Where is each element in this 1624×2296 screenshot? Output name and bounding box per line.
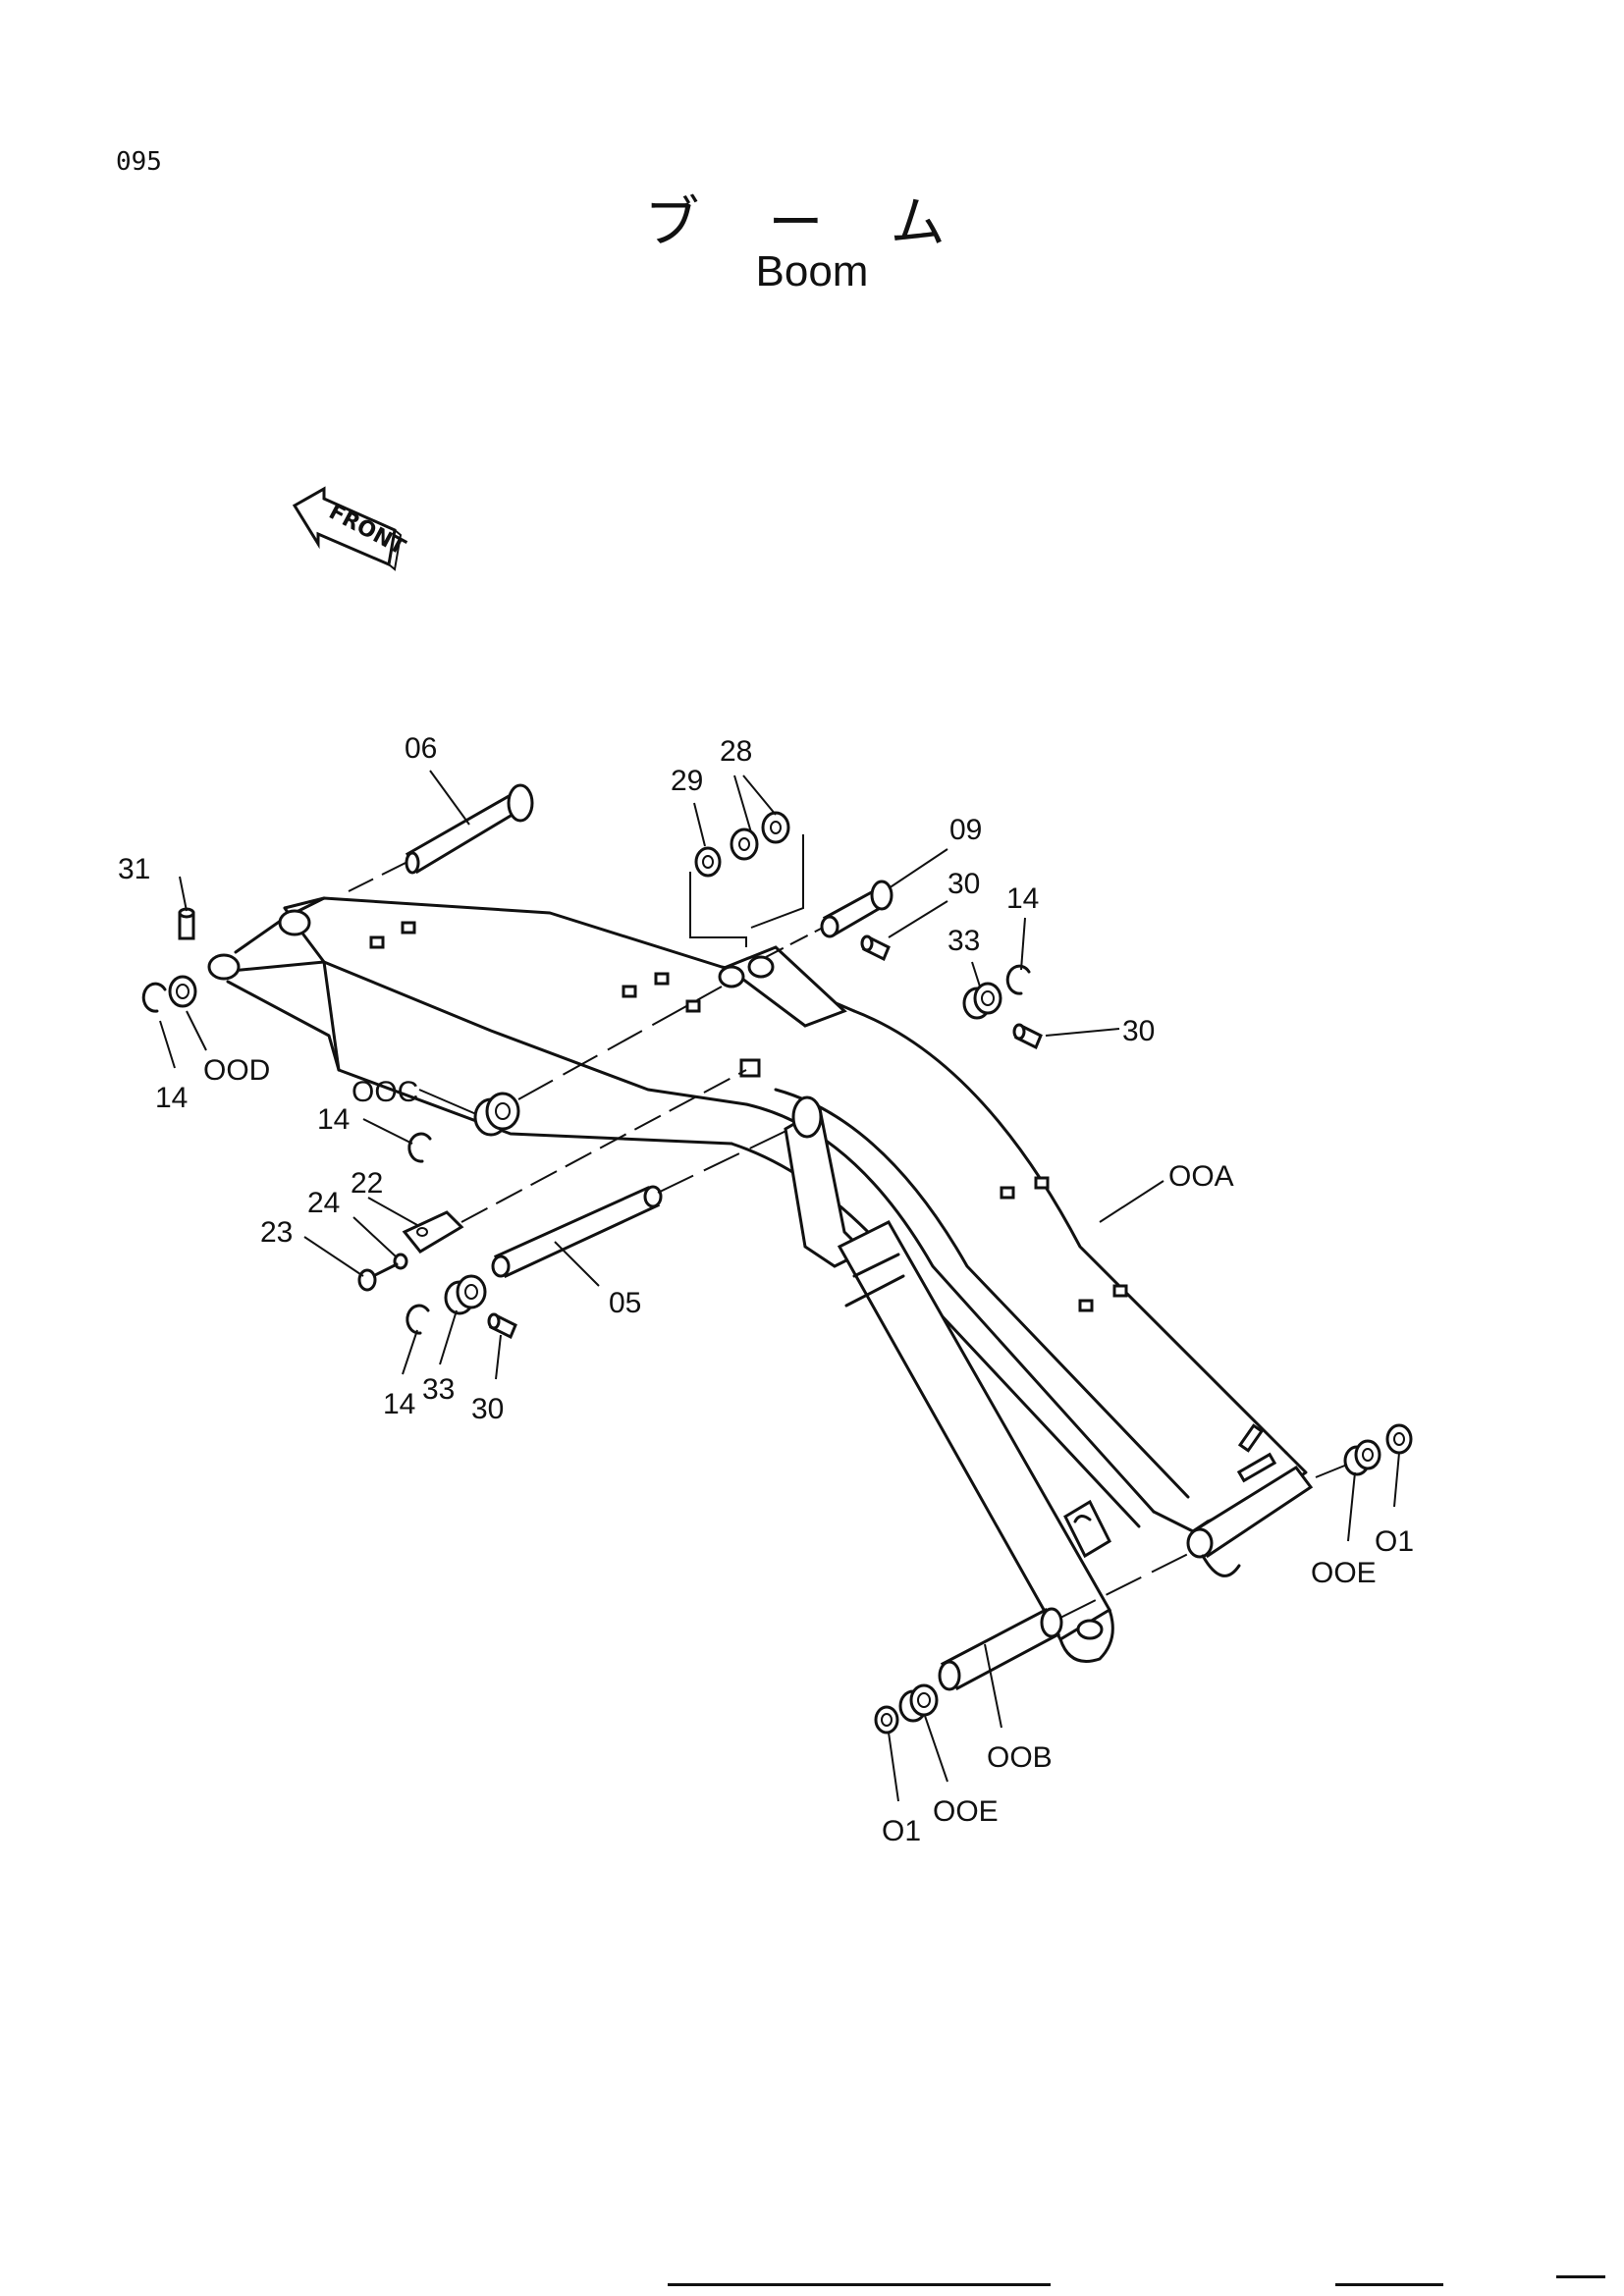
callout-30-right: 30 (1122, 1015, 1155, 1047)
washers-28 (730, 811, 790, 861)
snap-ring-14-bottom (406, 1304, 430, 1335)
callout-28: 28 (720, 735, 752, 768)
callout-33-bottom: 33 (422, 1373, 455, 1406)
washer-29 (694, 846, 722, 878)
pin-30-right (1012, 1023, 1043, 1050)
bushing-00D (168, 975, 197, 1008)
callout-00E-bottom: OOE (933, 1795, 999, 1828)
callout-00A: OOA (1168, 1160, 1234, 1193)
bushing-00C (473, 986, 723, 1137)
footer-rule (668, 2283, 1051, 2286)
pin-00B (938, 1553, 1189, 1691)
callout-09: 09 (949, 814, 982, 846)
pin-30-bottom (487, 1312, 517, 1340)
callout-14-mid: 14 (317, 1103, 350, 1136)
footer-rule (1556, 2275, 1605, 2278)
pin-05 (491, 1128, 791, 1278)
page-title-english: Boom (755, 247, 869, 295)
plate-22 (402, 1069, 747, 1254)
bushing-33-top (962, 982, 1002, 1020)
callout-22: 22 (351, 1167, 383, 1200)
bushing-00E-bottom (898, 1683, 939, 1723)
callout-00B: OOB (987, 1741, 1053, 1774)
callout-14-left: 14 (155, 1082, 188, 1114)
snap-ring-14-mid (407, 1132, 432, 1163)
callout-23: 23 (260, 1216, 293, 1249)
callout-33-top: 33 (947, 925, 980, 957)
leader-lines (159, 770, 1400, 1802)
pin-31 (178, 907, 195, 940)
callout-01-right: O1 (1375, 1525, 1414, 1558)
pin-09 (765, 880, 893, 958)
callout-31: 31 (118, 853, 150, 885)
pin-06 (348, 783, 534, 892)
bushing-00E-right (1315, 1439, 1381, 1478)
bracket-28-29 (689, 872, 747, 947)
boom-cylinder (784, 1095, 1114, 1663)
page-title-japanese: ブーム (644, 191, 1014, 255)
snap-ring-14-top (1005, 964, 1031, 995)
callout-30-bottom: 30 (471, 1393, 504, 1425)
snap-ring-14-left (141, 982, 167, 1013)
callout-06: 06 (405, 732, 437, 765)
bushing-33-bottom (444, 1274, 487, 1315)
bolt-23 (357, 1262, 399, 1292)
callout-29: 29 (671, 765, 703, 797)
pin-30-top (860, 934, 891, 962)
callout-14-bottom: 14 (383, 1388, 415, 1420)
callout-24: 24 (307, 1187, 340, 1219)
washer-01-right (1385, 1423, 1413, 1455)
callout-05: 05 (609, 1287, 641, 1319)
washer-24 (393, 1253, 408, 1270)
callout-00E-right: OOE (1311, 1557, 1377, 1589)
washer-01-bottom (874, 1705, 899, 1735)
callout-01-bottom: O1 (882, 1815, 921, 1847)
callout-14-top: 14 (1006, 882, 1039, 915)
callout-30-top: 30 (947, 868, 980, 900)
front-arrow-icon: FRONT (292, 486, 409, 571)
callout-00C: OOC (352, 1076, 418, 1108)
footer-rule (1335, 2283, 1443, 2286)
page-code: 095 (116, 147, 162, 177)
callout-00D: OOD (203, 1054, 270, 1087)
